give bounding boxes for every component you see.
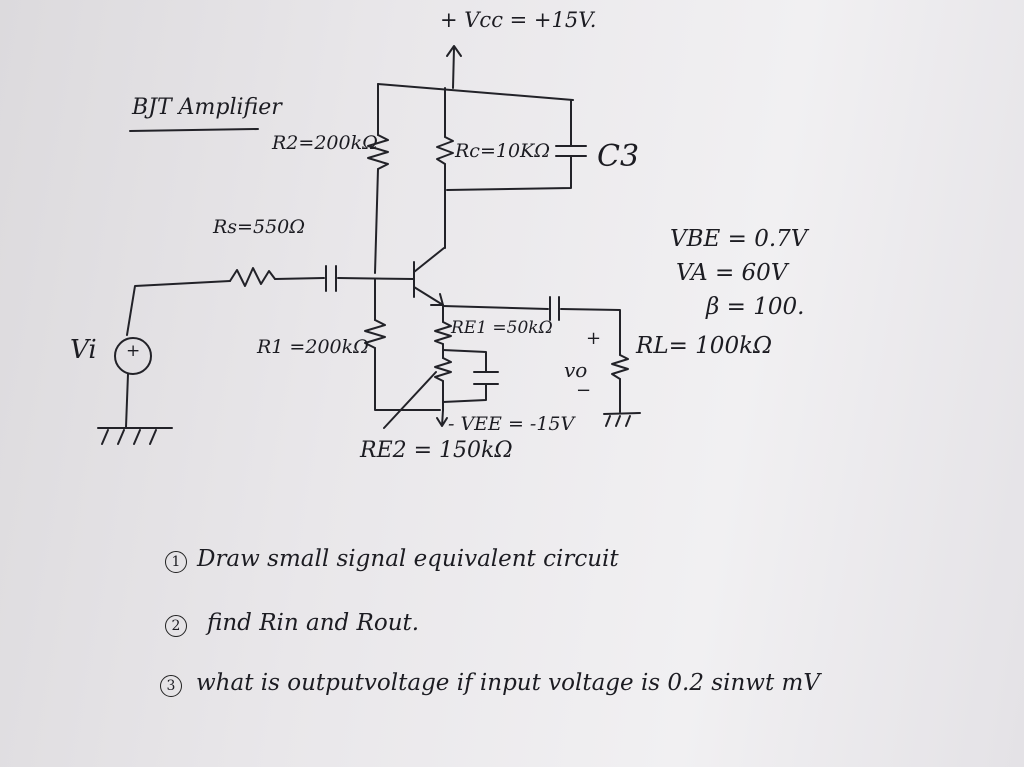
r2-wire-bottom [374,168,379,274]
r2-label: R2=200kΩ [272,132,378,154]
r1-label: R1 =200kΩ [257,336,369,358]
left-ground [97,427,173,445]
bjt-collector [413,247,445,273]
question-2: 2 find Rin and Rout. [165,612,419,637]
re2-label: RE2 = 150kΩ [360,438,513,463]
re1-resistor [434,321,452,345]
question-number: 2 [165,615,187,637]
question-3: 3 what is outputvoltage if input voltage … [160,672,820,697]
source-plus: + [126,341,141,361]
title: BJT Amplifier [132,95,282,120]
output-plus: + [586,328,602,349]
vi-label: Vi [70,335,97,365]
question-1: 1 Draw small signal equivalent circuit [165,548,619,573]
r1-resistor [364,319,386,349]
vcc-label: + Vcc = +15V. [440,8,597,32]
vo-label: vo [564,358,588,382]
re2-pointer [383,371,437,429]
bjt-emitter [413,286,444,306]
bypass-wire [442,349,487,403]
va-param: VA = 60V [676,260,788,286]
question-text: Draw small signal equivalent circuit [197,546,619,572]
right-ground [603,412,641,427]
top-rail [377,83,574,101]
vee-arrow [436,409,448,427]
output-minus: − [576,380,592,401]
output-capacitor [549,296,560,321]
source-ground-wire [125,373,129,428]
c3-label: C3 [597,139,640,174]
title-underline [129,128,259,132]
question-text: find Rin and Rout. [207,610,420,636]
c3-capacitor [555,145,587,157]
rl-label: RL= 100kΩ [636,333,773,359]
input-wire [126,280,231,336]
rs-resistor [229,267,276,287]
base-wire [337,277,415,280]
rl-resistor [611,354,629,380]
question-number: 1 [165,551,187,573]
output-to-rl [560,308,621,356]
vee-label: - VEE = -15V [448,413,575,435]
beta-param: β = 100. [706,294,805,320]
r2-resistor [367,134,389,170]
bypass-capacitor [473,371,499,385]
rs-to-cap [274,277,325,280]
rc-resistor [436,136,454,165]
c3-wire-bottom [446,155,572,191]
rs-label: Rs=550Ω [213,216,305,238]
re2-resistor [434,357,452,382]
input-capacitor [325,265,337,292]
source-circle [114,337,152,375]
rc-label: Rc=10KΩ [455,140,550,162]
vbe-param: VBE = 0.7V [670,226,808,252]
question-number: 3 [160,675,182,697]
re1-label: RE1 =50kΩ [451,318,553,338]
question-text: what is outputvoltage if input voltage i… [196,670,820,696]
vcc-arrow [446,45,462,89]
output-wire [442,305,549,310]
r1-wire-bottom [374,347,441,411]
